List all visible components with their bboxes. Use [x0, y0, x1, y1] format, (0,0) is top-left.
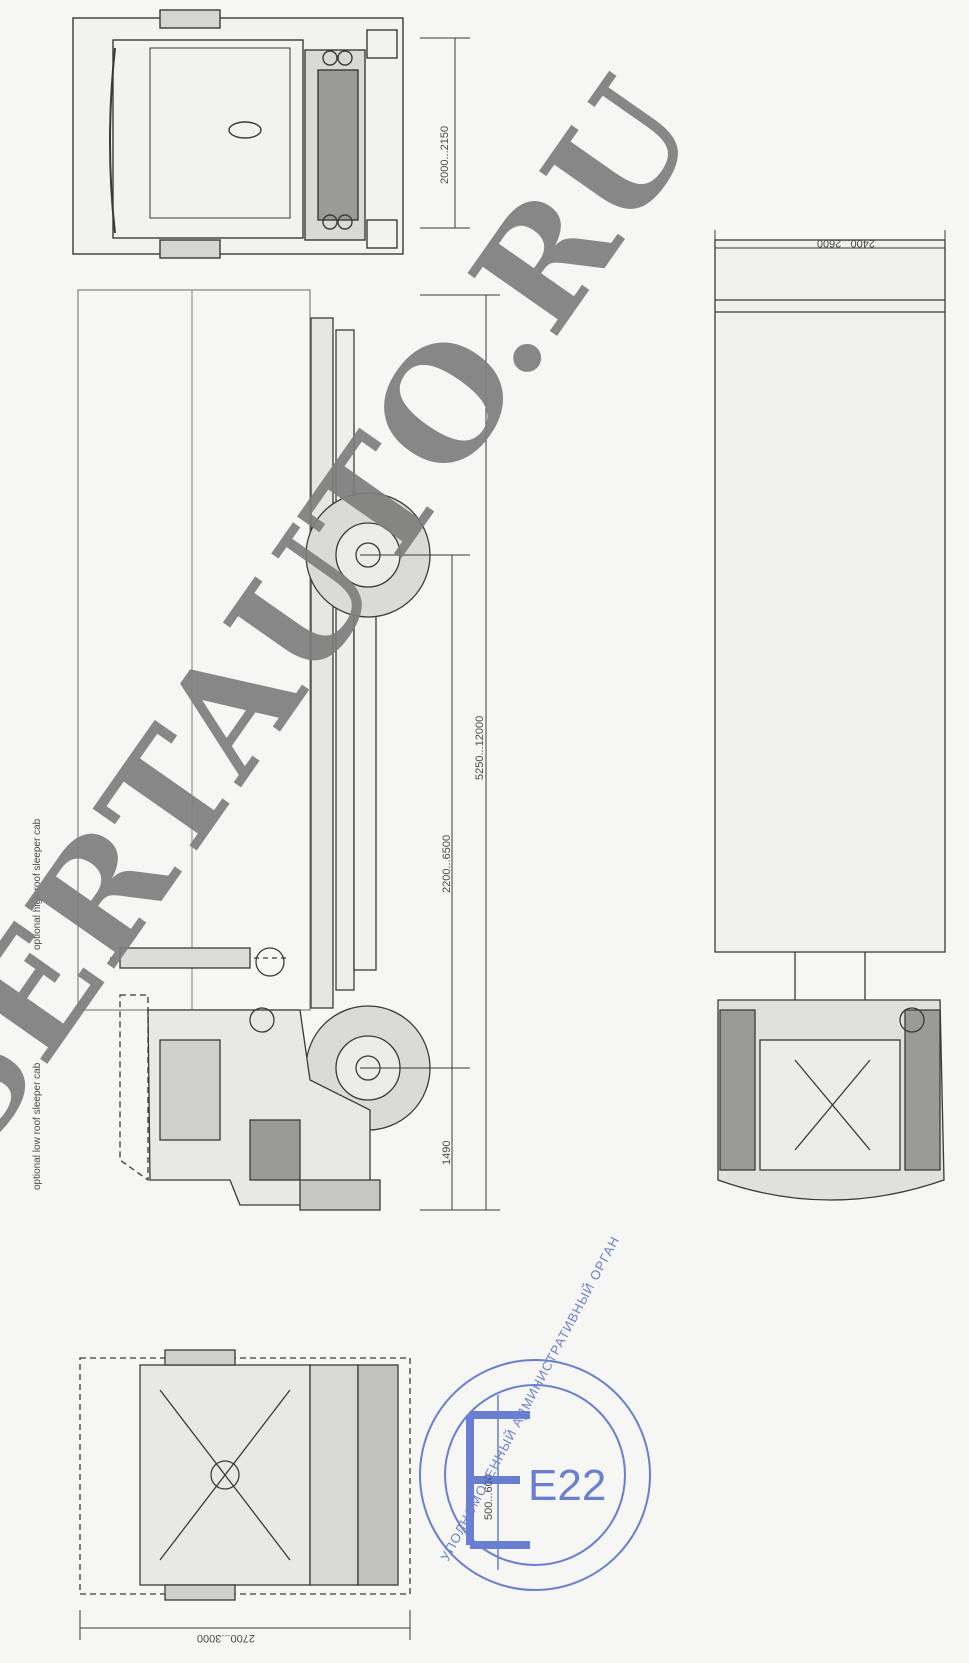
rear-view: [714, 239, 946, 1201]
rear-width-label: 2400...2600: [817, 237, 875, 249]
stamp-ring-text: УПОЛНОМОЧЕННЫЙ АДМИНИСТРАТИВНЫЙ ОРГАН: [437, 1233, 622, 1563]
stamp-dim-label: 500...600: [483, 1474, 495, 1520]
front-width-dimension: [420, 37, 470, 229]
front-overhang-label: 1490: [441, 1141, 453, 1165]
top-view-cab: [79, 1349, 411, 1601]
side-dimension-lines: [360, 294, 500, 1211]
rear-width-dimension: [714, 230, 946, 262]
low-roof-note: optional low roof sleeper cab: [32, 1062, 43, 1190]
rear-overhang-label: 2200...6500: [441, 835, 453, 893]
wheelbase-label: 5250...12000: [474, 716, 486, 780]
certification-stamp: [419, 1359, 651, 1591]
high-roof-note: optional high roof sleeper cab: [32, 818, 43, 950]
top-view-width-dimension: [79, 1610, 411, 1640]
front-view-cab: [72, 9, 404, 259]
top-view-width-label: 2700...3000: [197, 1632, 255, 1644]
front-width-label: 2000...2150: [439, 126, 451, 184]
side-view-chassis: [77, 289, 431, 1211]
stamp-code: E22: [528, 1461, 606, 1510]
